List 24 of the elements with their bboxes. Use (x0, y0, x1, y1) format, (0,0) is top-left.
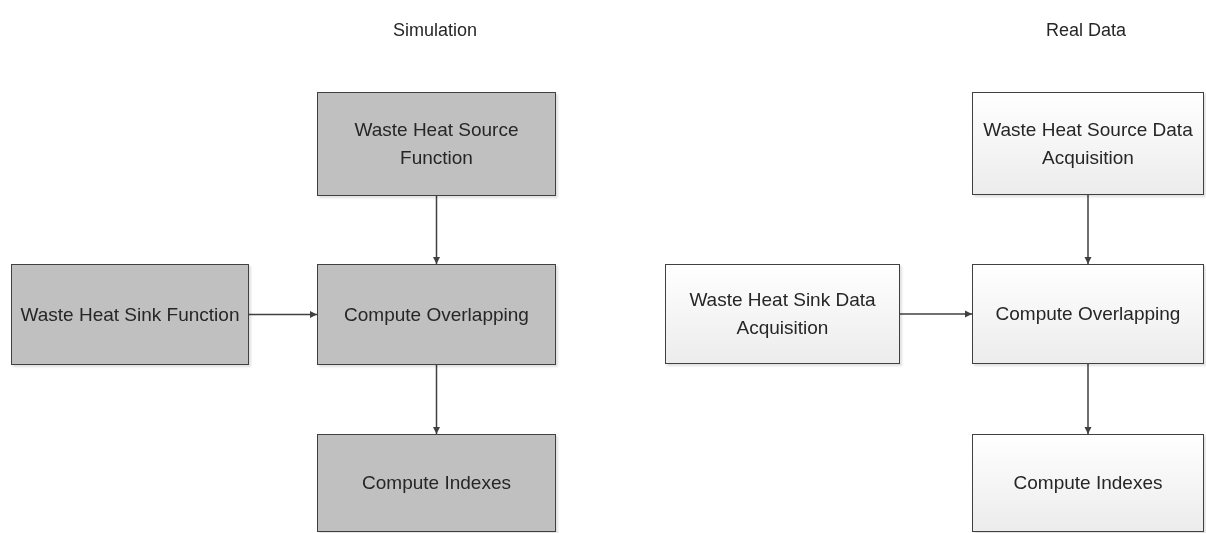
process-box (972, 434, 1204, 532)
arrow (248, 310, 318, 319)
box-label: Waste Heat Sink Function (20, 302, 240, 327)
arrow (1084, 363, 1092, 435)
arrow (432, 195, 441, 265)
process-box (317, 434, 556, 532)
box-label: Waste Heat Source Function (353, 118, 520, 170)
column-heading: Real Data (1046, 20, 1127, 41)
arrow (432, 364, 441, 435)
arrow (899, 310, 973, 318)
process-box (317, 264, 556, 365)
process-box (11, 264, 249, 365)
column-heading: Simulation (393, 20, 478, 41)
box-label: Compute Overlapping (344, 302, 529, 327)
process-box (317, 92, 556, 196)
box-label: Waste Heat Sink Data Acquisition (688, 288, 877, 340)
process-box (665, 264, 900, 364)
process-box (972, 92, 1204, 195)
box-label: Compute Indexes (1013, 471, 1163, 496)
process-box (972, 264, 1204, 364)
box-label: Waste Heat Source Data Acquisition (982, 117, 1194, 170)
arrow (1084, 194, 1092, 265)
box-label: Compute Overlapping (995, 302, 1181, 327)
box-label: Compute Indexes (362, 471, 511, 496)
